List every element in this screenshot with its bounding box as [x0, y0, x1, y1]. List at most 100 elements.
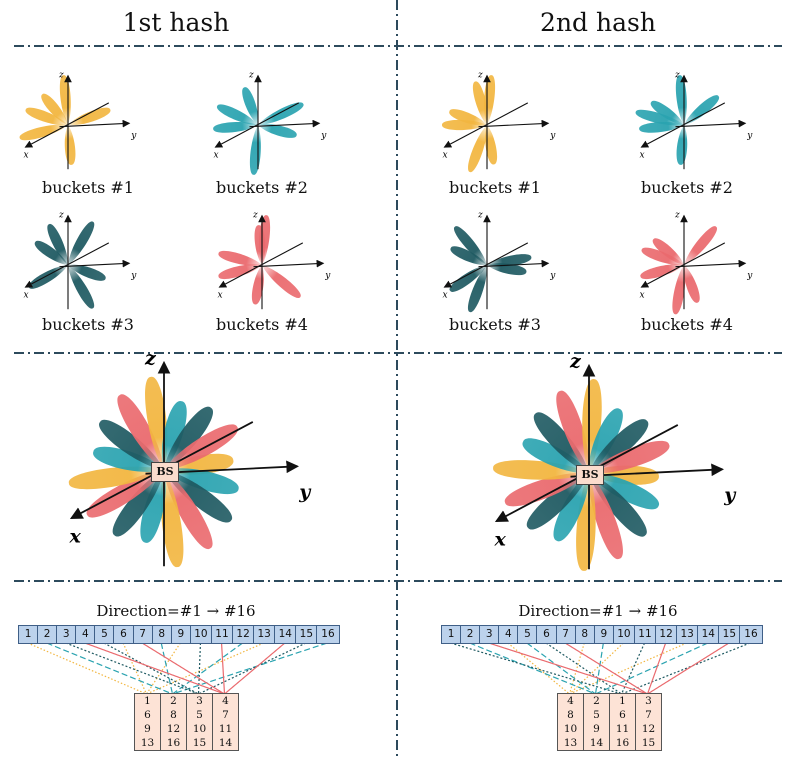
bucket-table-cell: 3	[645, 695, 652, 707]
beam-connection-line	[141, 642, 225, 695]
beam-lobe	[505, 472, 589, 507]
beam-lobe	[553, 473, 590, 542]
beam-lobe	[218, 264, 262, 280]
beam-lobe	[522, 438, 589, 474]
beam-connection-line	[507, 642, 570, 695]
bucket-label-h2-1: buckets #1	[449, 178, 541, 197]
beam-lobe	[218, 250, 262, 266]
y-axis-label: y	[549, 131, 556, 141]
beam-lobe	[450, 246, 487, 266]
y-axis	[59, 119, 131, 128]
beam-lobe	[47, 224, 69, 265]
beam-lobe	[68, 264, 106, 281]
beam-lobe	[472, 81, 488, 125]
beam-lobe	[684, 226, 718, 265]
beam-lobe	[112, 470, 164, 537]
x-axis	[443, 102, 529, 148]
beam-lobe	[160, 470, 184, 568]
beam-index-cell: 4	[76, 626, 96, 643]
column-title-hash-2: 2nd hash	[540, 8, 656, 37]
beam-index-cell: 9	[595, 626, 614, 643]
beam-connection-line	[488, 642, 648, 695]
beam-lobe	[683, 265, 700, 303]
bucket-label-h1-2: buckets #2	[216, 178, 308, 197]
x-axis	[24, 242, 110, 288]
z-axis-label: z	[58, 211, 64, 221]
beam-lobe	[635, 109, 684, 126]
beam-connection-line	[224, 642, 286, 695]
x-axis-label: x	[443, 151, 448, 161]
beam-lobe	[652, 238, 684, 265]
z-axis-label: z	[248, 71, 254, 81]
beam-lobe	[684, 95, 720, 125]
bucket-label-h2-4: buckets #4	[641, 315, 733, 334]
beam-index-cell: 11	[212, 626, 234, 643]
beam-connection-line	[146, 642, 264, 695]
x-axis-label: x	[24, 291, 29, 301]
y-axis-label: y	[130, 131, 137, 141]
beam-lobe	[468, 265, 488, 312]
beam-connection-line	[122, 642, 148, 695]
z-axis-label: z	[477, 211, 483, 221]
beam-index-cell: 13	[254, 626, 276, 643]
beam-lobe	[140, 470, 166, 543]
beam-lobe	[453, 226, 487, 265]
beam-lobe	[242, 87, 259, 125]
beam-index-cell: 8	[153, 626, 172, 643]
bucket-table-cell: 13	[140, 737, 155, 749]
y-axis	[478, 119, 550, 128]
beam-lobe	[589, 473, 647, 537]
y-axis-label: y	[746, 131, 753, 141]
beam-connection-line	[545, 642, 622, 695]
bucket-table-cell: 1	[144, 695, 151, 707]
beam-lobe	[164, 470, 213, 550]
x-axis	[218, 242, 304, 288]
beam-connection-line	[646, 642, 667, 695]
beam-lobe	[556, 390, 590, 473]
bucket-table-cell: 16	[166, 737, 181, 749]
bucket-table-cell: 7	[645, 709, 652, 721]
beam-connection-line	[220, 642, 226, 695]
bucket-label-h1-3: buckets #3	[42, 315, 134, 334]
beam-index-cell: 10	[191, 626, 212, 643]
x-axis	[640, 102, 726, 148]
beam-index-cell: 4	[499, 626, 519, 643]
bucket-table-cell: 16	[615, 737, 630, 749]
beam-connection-line	[172, 642, 244, 695]
x-axis-label: x	[69, 526, 82, 548]
beam-lobe	[19, 124, 68, 141]
beam-lobe	[640, 264, 684, 280]
beam-connection-line	[197, 642, 202, 695]
z-axis-label: z	[569, 351, 582, 373]
bucket-table-cell: 2	[593, 695, 600, 707]
x-axis-label: x	[218, 291, 223, 301]
beam-lobe	[68, 107, 111, 126]
beam-lobe	[217, 104, 258, 126]
beam-index-cell: 7	[134, 626, 153, 643]
bucket-label-h2-2: buckets #2	[641, 178, 733, 197]
beam-index-cell: 12	[656, 626, 678, 643]
bucket-label-h1-1: buckets #1	[42, 178, 134, 197]
y-axis	[59, 259, 131, 268]
base-station-box-h1: BS	[151, 462, 179, 482]
bucket-table-cell: 4	[222, 695, 229, 707]
beam-lobe	[28, 265, 68, 289]
y-axis-label: y	[723, 484, 737, 506]
base-station-box-h2: BS	[576, 465, 604, 485]
column-title-hash-1: 1st hash	[122, 8, 230, 37]
y-axis-label: y	[324, 271, 331, 281]
beam-index-cell: 5	[518, 626, 538, 643]
beam-lobe	[164, 468, 239, 495]
bucket-table-cell: 10	[192, 723, 207, 735]
beam-lobe	[589, 472, 659, 510]
beam-connection-line	[450, 642, 622, 695]
beam-index-cell: 1	[19, 626, 39, 643]
beam-index-cell: 3	[57, 626, 77, 643]
y-axis-label: y	[130, 271, 137, 281]
